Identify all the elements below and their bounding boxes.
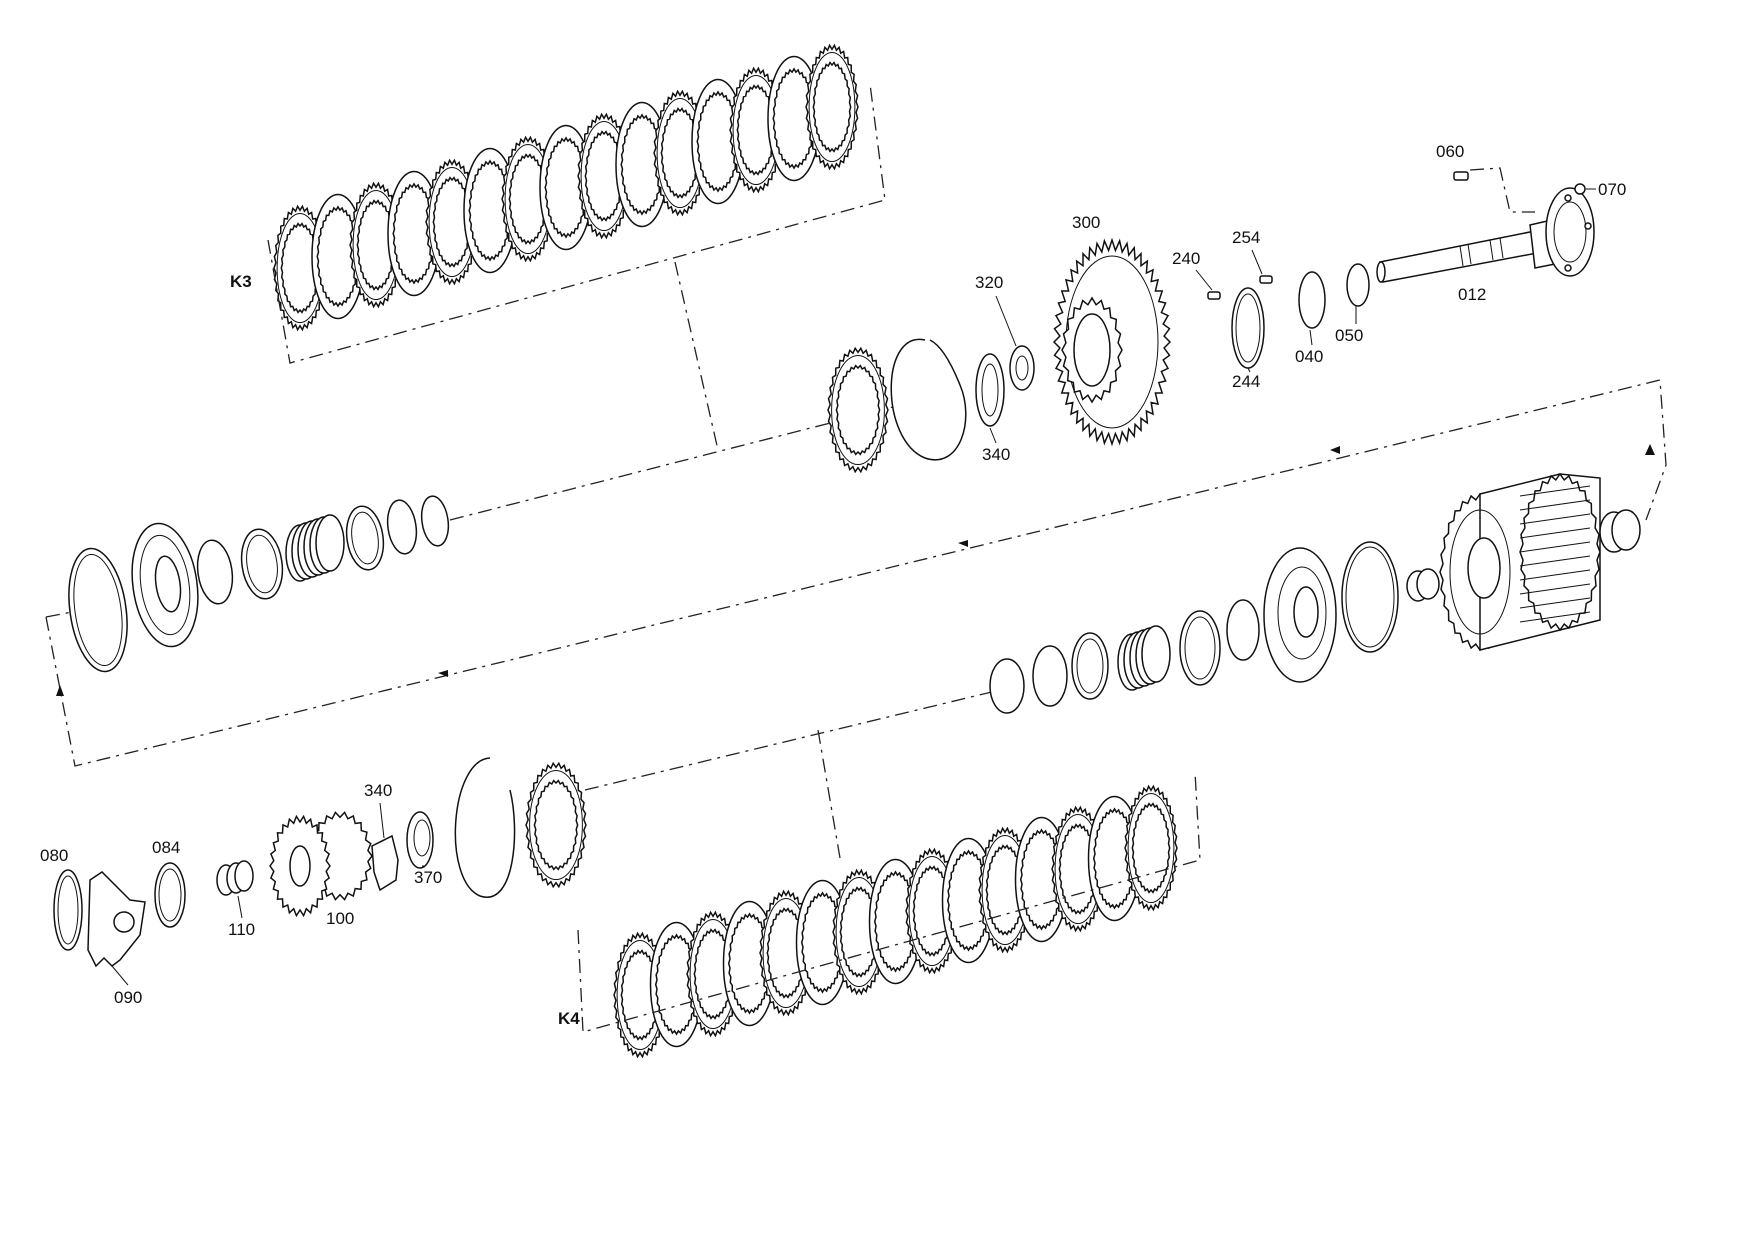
left-return-dash: [45, 611, 73, 618]
ring-h: [1071, 632, 1109, 700]
steel-plate: [387, 170, 441, 297]
ring-c: [345, 505, 385, 571]
friction-disc: [1124, 784, 1178, 912]
upper-axis-dash: [449, 394, 941, 521]
lower-toothed-disc: [525, 761, 587, 889]
label-244: 244: [1232, 372, 1260, 391]
gear-100: [269, 811, 373, 918]
plug-060-dash: [1469, 167, 1535, 213]
label-012: 012: [1458, 285, 1486, 304]
k4-clutch-pack: [613, 784, 1178, 1059]
label-300: 300: [1072, 213, 1100, 232]
label-060: 060: [1436, 142, 1464, 161]
arrow-marker: [438, 670, 448, 677]
upper-right-assembly: [827, 167, 1595, 474]
ring-370: [406, 811, 434, 869]
shaft-flange: [1545, 187, 1595, 277]
plug-060: [1453, 171, 1469, 181]
k4-to-lower-axis-dash: [817, 729, 841, 859]
k3-bracket: [267, 83, 886, 364]
needle-bearing: [1406, 568, 1440, 602]
clutch-drum: [1439, 472, 1601, 652]
callouts: 060 070 012 300 320 340 240 254 244 040 …: [40, 142, 1626, 1007]
spring-pack: [285, 514, 345, 582]
label-340-lower: 340: [364, 781, 392, 800]
lower-left-assembly: [53, 757, 587, 968]
snap-ring-open-lower: [454, 757, 516, 898]
ring-340-upper: [975, 353, 1005, 427]
steel-plate: [311, 193, 365, 320]
lower-axis-dash: [584, 689, 1001, 791]
label-340-upper: 340: [982, 445, 1010, 464]
k3-label: K3: [230, 272, 252, 291]
needle-bearing-110: [216, 860, 254, 896]
shaft-012: [1376, 187, 1595, 283]
lower-axis-parts: [989, 472, 1641, 714]
pin-254: [1259, 275, 1273, 284]
steel-plate: [691, 78, 745, 205]
steel-plate: [615, 101, 669, 228]
label-084: 084: [152, 838, 180, 857]
ring-050: [1346, 263, 1370, 307]
nut-070: [1574, 183, 1586, 195]
washer-084: [154, 862, 186, 928]
label-080: 080: [40, 846, 68, 865]
ring-d: [386, 499, 418, 555]
k4-label: K4: [558, 1009, 580, 1028]
label-100: 100: [326, 909, 354, 928]
tab-washer-320: [1009, 345, 1035, 391]
ring-i: [1179, 610, 1221, 686]
arrow-marker: [958, 540, 968, 547]
ring-b: [240, 528, 284, 600]
ring-k: [1341, 541, 1399, 653]
ring-j: [1226, 599, 1260, 661]
label-320: 320: [975, 273, 1003, 292]
friction-disc: [577, 112, 631, 240]
gear-300: [1052, 237, 1172, 447]
toothed-disc: [827, 346, 889, 474]
k4-bracket: [577, 771, 1201, 1033]
k3-to-main-axis-dash: [674, 261, 719, 451]
spring-pack-lower: [1117, 625, 1171, 691]
arrow-marker: [1330, 446, 1340, 454]
arrow-marker: [1645, 444, 1655, 455]
pin-240: [1207, 291, 1221, 300]
friction-disc: [525, 761, 587, 889]
snap-ring-large: [68, 547, 128, 673]
snap-ring-open: [890, 338, 967, 461]
label-050: 050: [1335, 326, 1363, 345]
ring-244: [1231, 287, 1265, 369]
label-254: 254: [1232, 228, 1260, 247]
k3-clutch-pack: [273, 43, 859, 332]
label-240: 240: [1172, 249, 1200, 268]
tab-washer-340-lower: [371, 834, 399, 892]
washer-080: [53, 869, 83, 951]
steel-plate: [539, 124, 593, 251]
needle-bearing-right: [1599, 509, 1641, 553]
ring-f: [989, 658, 1025, 714]
friction-disc: [805, 43, 859, 171]
steel-plate: [649, 921, 704, 1048]
arrow-marker: [56, 685, 64, 696]
label-090: 090: [114, 988, 142, 1007]
ring-e: [420, 495, 450, 547]
steel-plate: [767, 55, 821, 182]
upper-axis-parts: [68, 495, 450, 673]
ring-g: [1032, 645, 1068, 707]
label-040: 040: [1295, 347, 1323, 366]
ring-a: [196, 539, 234, 605]
label-370: 370: [414, 868, 442, 887]
middle-return-dash: [45, 379, 1667, 767]
label-070: 070: [1598, 180, 1626, 199]
friction-disc: [827, 346, 889, 474]
ring-040: [1298, 271, 1326, 329]
label-110: 110: [228, 920, 255, 939]
